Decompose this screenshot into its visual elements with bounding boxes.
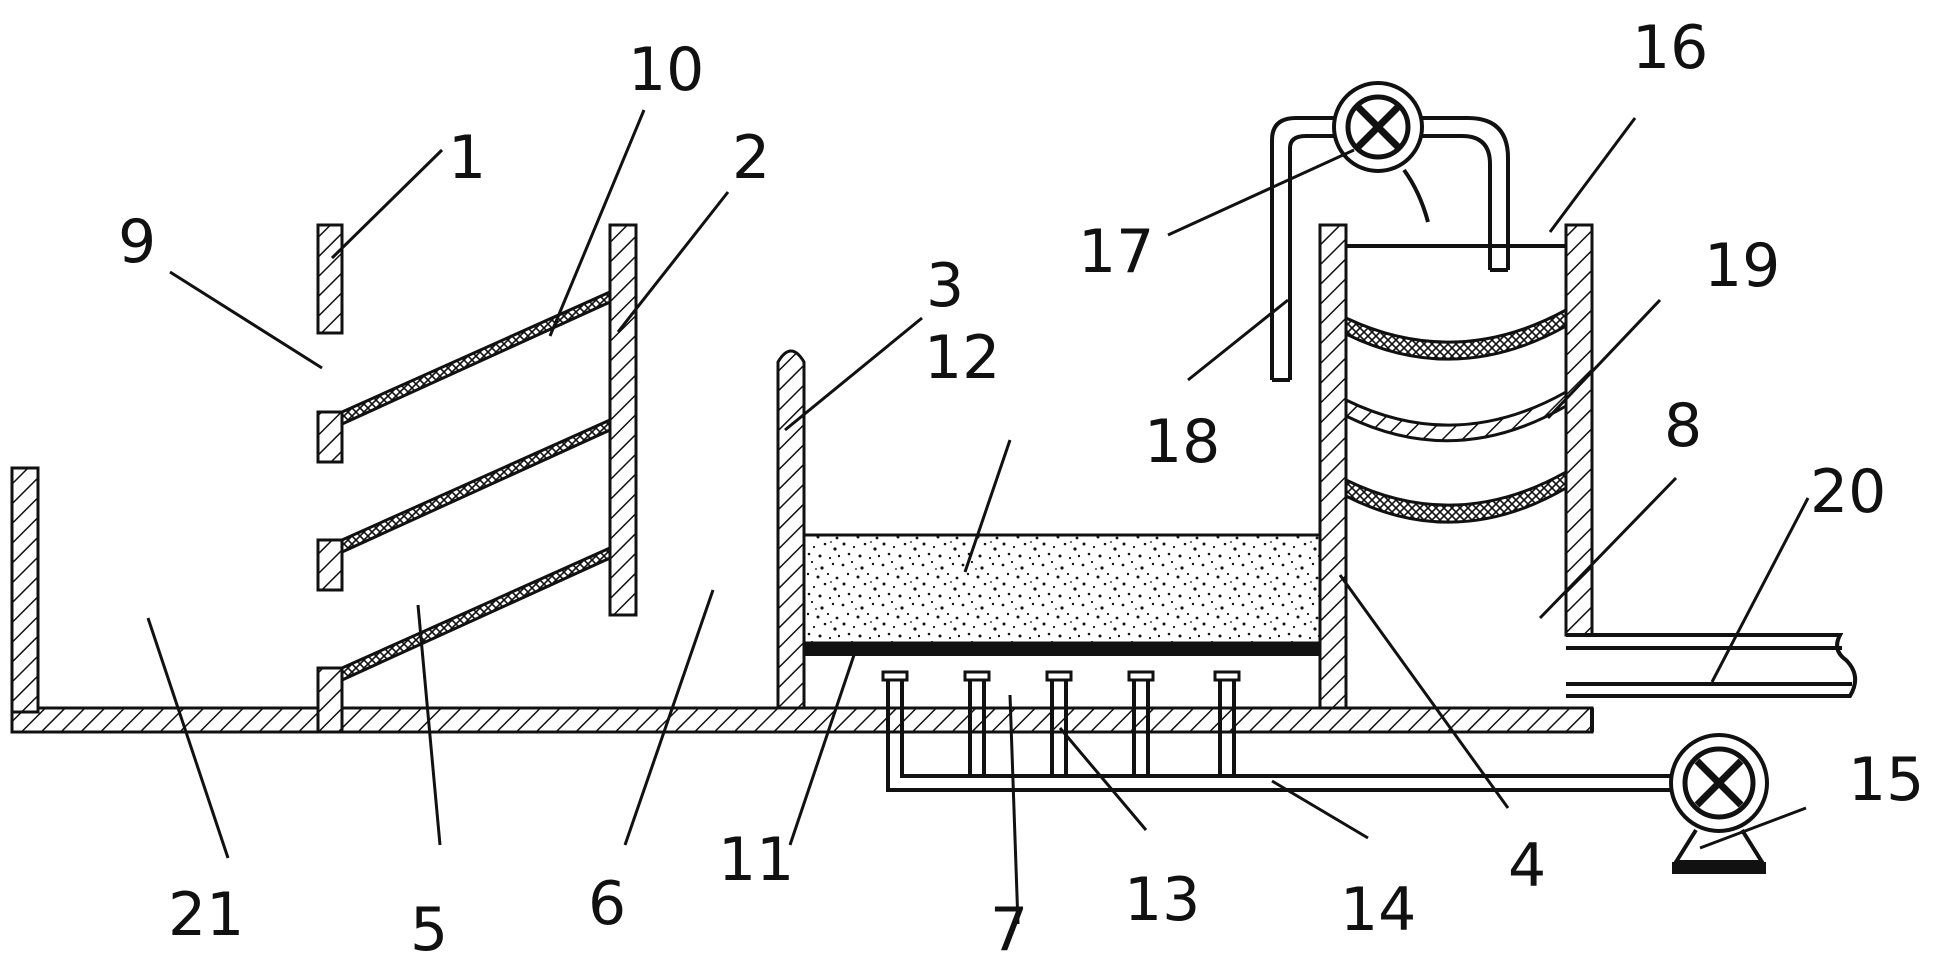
- tray-top: [1344, 307, 1568, 361]
- label-13: 13: [1124, 865, 1200, 935]
- partition-4: [1318, 223, 1348, 710]
- label-3: 3: [926, 251, 964, 321]
- label-11: 11: [718, 825, 794, 895]
- air-main-pipe: [886, 735, 1690, 792]
- base-plate: [10, 706, 1594, 734]
- tray-bottom: [1344, 469, 1568, 524]
- label-12: 12: [924, 323, 1000, 393]
- inclined-screen-top: [340, 289, 612, 427]
- label-19: 19: [1704, 231, 1780, 301]
- baffle-1: [316, 223, 344, 335]
- baffle-2: [608, 223, 638, 617]
- label-15: 15: [1848, 745, 1924, 815]
- aerator: [881, 670, 909, 735]
- tank-right-wall: [1564, 223, 1594, 637]
- label-17: 17: [1078, 217, 1154, 287]
- inclined-screen-middle: [340, 417, 612, 555]
- label-20: 20: [1810, 457, 1886, 527]
- label-14: 14: [1340, 875, 1416, 945]
- aerators: [881, 670, 1241, 776]
- circle-x-pump-icon: [1669, 733, 1769, 874]
- left-wall: [10, 466, 40, 714]
- inclined-screen-bottom: [340, 545, 612, 683]
- label-6: 6: [588, 869, 626, 939]
- circle-x-valve-icon: [1332, 81, 1430, 223]
- label-21: 21: [168, 880, 244, 950]
- aerator: [1127, 670, 1155, 776]
- partition-3: [776, 349, 806, 710]
- post-lower: [316, 666, 344, 734]
- post-upper: [316, 410, 344, 464]
- label-18: 18: [1144, 407, 1220, 477]
- outlet-pipe: [1566, 633, 1858, 698]
- label-4: 4: [1508, 831, 1546, 901]
- label-7: 7: [990, 895, 1028, 963]
- tray-middle: [1344, 389, 1568, 443]
- label-9: 9: [118, 207, 156, 277]
- leader-lines: [146, 109, 1810, 925]
- aerator: [1213, 670, 1241, 776]
- filter-media: [802, 533, 1322, 645]
- label-5: 5: [410, 895, 448, 963]
- label-2: 2: [732, 123, 770, 193]
- aerator: [1045, 670, 1073, 776]
- post-middle: [316, 538, 344, 592]
- label-1: 1: [448, 123, 486, 193]
- label-16: 16: [1632, 13, 1708, 83]
- label-8: 8: [1664, 391, 1702, 461]
- support-plate: [804, 643, 1320, 656]
- aerator: [963, 670, 991, 776]
- label-10: 10: [628, 35, 704, 105]
- return-pipe: [1270, 116, 1340, 380]
